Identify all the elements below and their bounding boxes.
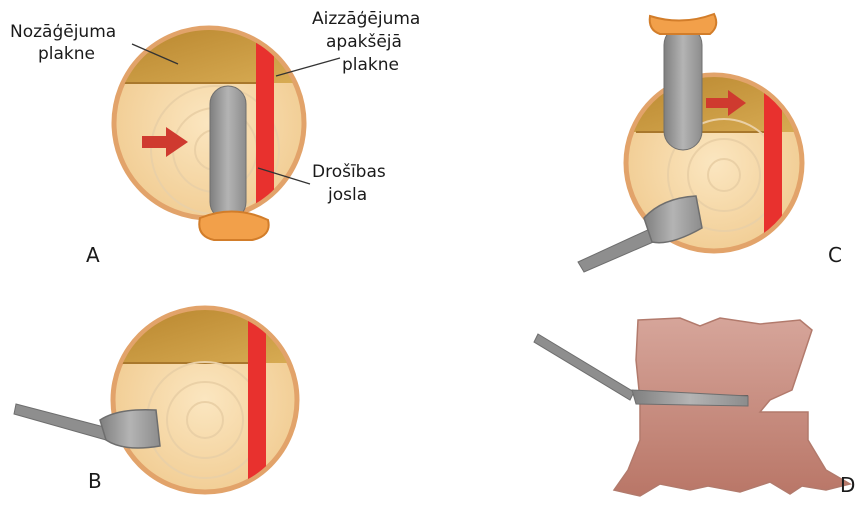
panel-label-b: B: [88, 470, 102, 492]
label-felling-cut-plane-line2: plakne: [38, 44, 95, 65]
label-felling-cut-plane-line1: Nozāģējuma: [10, 22, 116, 43]
panel-d: [534, 318, 850, 496]
log-cross-section-b: [110, 305, 310, 493]
panel-c: [578, 14, 820, 272]
panel-a: [110, 25, 310, 240]
wedge-tool-icon: [14, 404, 160, 448]
panel-label-c: C: [828, 244, 842, 266]
panel-label-a: A: [86, 244, 100, 266]
label-undercut-plane-line2: apakšējā: [326, 32, 402, 53]
label-safety-band-line2: josla: [328, 185, 367, 206]
label-undercut-plane-line1: Aizzāģējuma: [312, 9, 420, 30]
label-undercut-plane-line3: plakne: [342, 55, 399, 76]
label-safety-band-line1: Drošības: [312, 162, 386, 183]
tree-stump: [614, 318, 850, 496]
panel-b: [14, 305, 310, 493]
panel-label-d: D: [840, 474, 855, 496]
